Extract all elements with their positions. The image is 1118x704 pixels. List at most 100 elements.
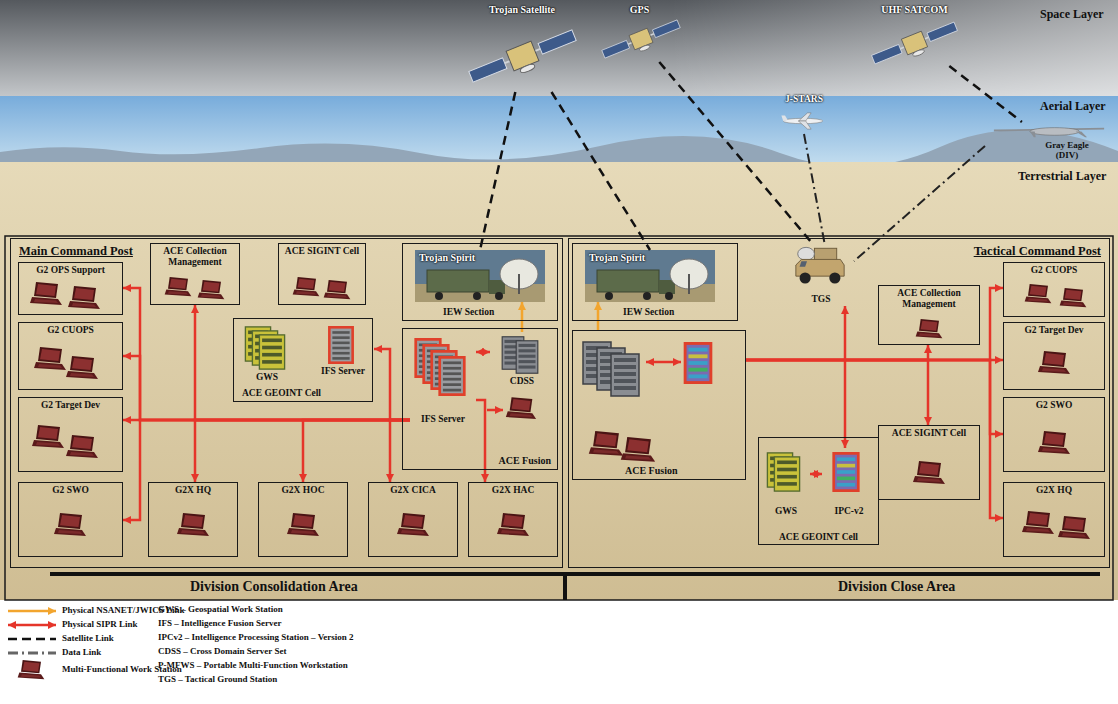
workstation-icon <box>397 513 429 536</box>
node-label: ACE Collection Management <box>881 288 977 309</box>
workstation-icon <box>1038 431 1070 454</box>
node-label: G2 SWO <box>1006 400 1102 411</box>
outer-frame <box>5 236 1113 600</box>
workstation-icon <box>589 431 623 456</box>
aircraft-node: J-STARS <box>772 94 836 134</box>
sipr-link <box>195 420 410 482</box>
satellite-link <box>552 92 651 250</box>
sipr-link <box>746 360 1003 518</box>
legend-sample <box>8 610 56 613</box>
workstation-icon <box>1038 351 1070 374</box>
data-link <box>854 146 985 261</box>
workstation-icon <box>497 513 529 536</box>
vehicle-icon <box>796 247 844 283</box>
data-link <box>804 134 824 242</box>
section-box: ACE Fusion IFS Server CDSS <box>402 328 558 470</box>
section-box: ACE Collection Management <box>150 243 240 305</box>
workstation-icon <box>1025 284 1052 303</box>
node-label: CDSS <box>490 376 554 387</box>
legend-text: Physical SIPR Link <box>62 619 138 629</box>
satellite-icon <box>467 25 580 92</box>
section-box: G2 SWO <box>18 482 123 557</box>
legend-text: Satellite Link <box>62 633 114 643</box>
sipr-link <box>123 420 410 520</box>
server-node: IFS Server <box>410 334 476 426</box>
workstation-icon <box>293 277 320 296</box>
sipr-link <box>646 361 681 364</box>
workstation-icon <box>30 282 62 305</box>
sipr-link <box>746 345 928 360</box>
vehicle-photo <box>585 250 715 302</box>
section-box: G2 CUOPS <box>18 322 123 390</box>
division-line <box>50 572 1100 576</box>
node-label: Main Command Post <box>19 244 133 258</box>
legend-text: Multi-Functional Work Station <box>62 664 182 674</box>
sipr-link <box>810 473 822 476</box>
workstation-icon <box>916 319 943 338</box>
legend-text: Data Link <box>62 647 101 657</box>
node-label: ACE Collection Management <box>153 246 237 267</box>
drone-icon <box>994 128 1104 137</box>
node-label: IFS Server <box>312 366 374 377</box>
node-label: G2X HAC <box>471 485 555 496</box>
section-box: ACE Collection Management <box>878 285 980 345</box>
aircraft-node: Gray Eagle (DIV) <box>985 122 1108 170</box>
node-label: G2 Target Dev <box>21 400 120 411</box>
sipr-link <box>487 409 503 412</box>
satellite-link <box>949 66 1022 122</box>
acronym-note: IPCv2 – Intelligence Processing Station … <box>158 632 354 642</box>
node-label: GPS <box>590 4 689 15</box>
node-label: G2 CUOPS <box>21 325 120 336</box>
server-icon <box>516 341 538 373</box>
server-node: IPC-v2 <box>822 448 876 518</box>
sipr-link <box>746 288 1003 360</box>
legend-sample <box>18 660 45 679</box>
sipr-link <box>195 305 410 420</box>
nsanet-jwics-link <box>597 302 600 330</box>
space-band <box>0 0 1118 96</box>
workstation-icon <box>1058 516 1090 539</box>
workstation-icon <box>66 356 98 379</box>
section-box: G2X HAC <box>468 482 558 557</box>
sipr-link <box>303 420 410 482</box>
server-node: GWS <box>240 324 294 384</box>
aircraft-icon <box>781 113 822 129</box>
node-label: Trojan Spirit <box>419 252 475 263</box>
server-icon <box>774 457 799 491</box>
sipr-link <box>390 420 410 482</box>
workstation-icon <box>68 286 100 309</box>
section-box: G2X HQ <box>148 482 238 557</box>
node-label: G2X HQ <box>151 485 235 496</box>
node-label: ACE Fusion <box>498 455 551 466</box>
node-label: IPC-v2 <box>822 506 876 517</box>
node-label: IFS Server <box>410 414 476 425</box>
node-label: G2X HOC <box>261 485 345 496</box>
node-label: G2 SWO <box>21 485 120 496</box>
workstation-icon <box>32 425 64 448</box>
node-label: G2 OPS Support <box>21 265 120 276</box>
node-label: ACE SIGINT Cell <box>281 246 363 257</box>
command-post-region: Main Command Post G2 OPS Support ACE Colle… <box>10 238 563 568</box>
workstation-icon <box>34 347 66 370</box>
section-box: IEW SectionTrojan Spirit <box>572 243 738 321</box>
node-label: UHF SATCOM <box>845 4 984 15</box>
workstation-icon <box>1022 511 1054 534</box>
workstation-icon <box>198 280 225 299</box>
terrestrial-band <box>0 162 1118 600</box>
satellite-node: GPS <box>590 4 689 62</box>
section-box: ACE SIGINT Cell <box>278 243 366 305</box>
workstation-icon <box>621 437 655 462</box>
division-line <box>563 572 567 600</box>
node-label: G2 Target Dev <box>1006 325 1102 336</box>
node-label: ACE GEOINT Cell <box>759 532 878 543</box>
node-label: J-STARS <box>772 94 836 105</box>
legend-sample <box>8 624 56 627</box>
node-label: IEW Section <box>443 307 494 318</box>
legend-sample <box>8 638 56 641</box>
layer-label: Aerial Layer <box>1040 100 1106 114</box>
legend-sample <box>8 652 56 655</box>
acronym-note: P-MFWS – Portable Multi-Function Worksta… <box>158 660 348 670</box>
sipr-link <box>844 306 847 448</box>
section-box: ACE SIGINT Cell <box>878 425 980 500</box>
